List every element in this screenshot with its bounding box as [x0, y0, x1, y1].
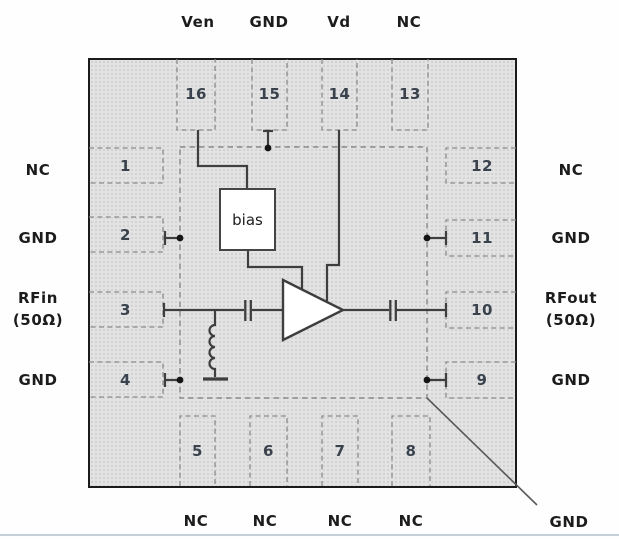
pin-label-nc-5: NC: [183, 512, 209, 530]
pin-box-12: [445, 147, 516, 184]
pin-label-vd: Vd: [327, 13, 351, 31]
pin-box-1: [89, 147, 164, 184]
pin-label-ven: Ven: [181, 13, 215, 31]
pin-number-1: 1: [120, 156, 131, 175]
pin-box-5: [179, 415, 216, 486]
junction-dot: [423, 234, 431, 242]
capacitors: [244, 300, 397, 321]
bias-block: bias: [219, 188, 276, 251]
pin-number-13: 13: [399, 85, 421, 103]
pin-number-4: 4: [120, 370, 131, 389]
pin-number-8: 8: [405, 442, 417, 460]
junction-dot: [423, 376, 431, 384]
pin-label-gnd-2: GND: [18, 229, 58, 247]
pin-label-nc-1: NC: [25, 161, 51, 179]
pin-label-rfin-impedance: (50Ω): [12, 311, 64, 329]
pin-label-gnd-11: GND: [551, 229, 591, 247]
pin-box-8: [391, 415, 431, 486]
junction-dot: [176, 234, 184, 242]
pin-number-6: 6: [263, 442, 274, 460]
pin-number-5: 5: [192, 442, 203, 460]
pin-label-nc-12: NC: [558, 161, 584, 179]
wire-bias-to-amp: [246, 250, 304, 291]
pin-box-2: [89, 216, 164, 253]
pin-label-nc-7: NC: [327, 512, 353, 530]
pin-label-rfout-impedance: (50Ω): [545, 311, 597, 329]
junction-dot: [176, 376, 184, 384]
amplifier-symbol: [281, 278, 346, 342]
pin-label-gnd-15: GND: [249, 13, 289, 31]
pin-box-3: [89, 291, 164, 328]
pin-number-14: 14: [328, 85, 351, 103]
pin-number-2: 2: [120, 225, 131, 244]
wires: [162, 129, 448, 387]
pin-number-16: 16: [185, 85, 207, 103]
pin-number-12: 12: [471, 156, 493, 175]
pad-gnd-label: GND: [549, 513, 589, 531]
pin-label-gnd-4: GND: [18, 371, 58, 389]
pin-number-3: 3: [120, 300, 131, 319]
pin-box-13: [391, 59, 429, 131]
pin-number-11: 11: [471, 229, 493, 247]
pin-number-10: 10: [471, 301, 493, 319]
junction-dots: [176, 144, 431, 384]
pin-label-rfout: RFout: [544, 289, 598, 307]
pin-label-nc-13: NC: [396, 13, 422, 31]
wire-ven-to-bias: [196, 130, 249, 190]
pin-label-rfin: RFin: [17, 289, 59, 307]
pin-box-7: [321, 415, 359, 486]
pin-box-4: [89, 361, 164, 398]
pin-box-16: [176, 59, 216, 131]
pin-number-7: 7: [334, 442, 346, 460]
pad-gnd-leader-line: [426, 397, 538, 506]
inductor-coil: [208, 310, 217, 377]
bias-block-label: bias: [232, 210, 263, 229]
pin-box-6: [249, 415, 288, 486]
pin-label-nc-6: NC: [252, 512, 278, 530]
pin-label-nc-8: NC: [398, 512, 424, 530]
pin-number-9: 9: [476, 371, 488, 389]
wire-vd-to-amp: [325, 130, 341, 303]
junction-dot: [264, 144, 272, 152]
pin-label-gnd-9: GND: [551, 371, 591, 389]
pin-number-15: 15: [258, 85, 281, 103]
exposed-pad-outline: [179, 146, 428, 399]
